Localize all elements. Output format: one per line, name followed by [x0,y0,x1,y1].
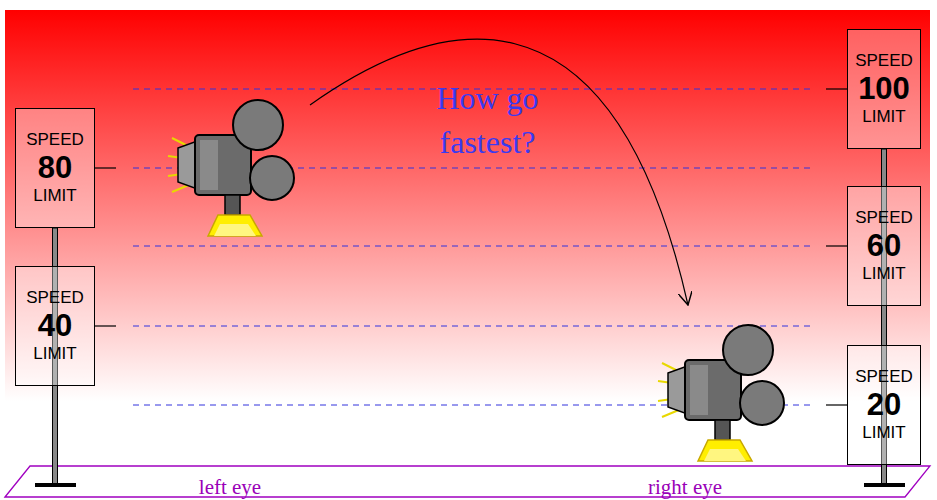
speed-sign: SPEED40LIMIT [15,266,95,386]
ground [5,466,930,497]
speed-sign: SPEED100LIMIT [847,29,921,149]
camera-right [658,325,784,461]
speed-value: 60 [867,228,901,264]
eye-label: right eye [615,474,755,500]
sign-word: SPEED [855,367,913,387]
speed-value: 40 [38,308,72,344]
question-text: How go fastest? [415,76,560,164]
speed-value: 100 [858,71,910,107]
camera-left [168,100,294,236]
sign-word: SPEED [855,51,913,71]
sign-word: SPEED [26,288,84,308]
speed-sign: SPEED80LIMIT [15,108,95,228]
motion-arrow [310,39,688,305]
speed-sign: SPEED60LIMIT [847,186,921,306]
sign-word: LIMIT [33,344,76,364]
sign-word: LIMIT [862,264,905,284]
speed-value: 80 [38,150,72,186]
sign-word: LIMIT [862,107,905,127]
sign-word: SPEED [26,130,84,150]
eye-label: left eye [165,474,295,500]
speed-value: 20 [867,387,901,423]
sign-posts [35,149,905,485]
sign-word: SPEED [855,208,913,228]
sign-word: LIMIT [862,423,905,443]
speed-sign: SPEED20LIMIT [847,345,921,465]
sign-word: LIMIT [33,186,76,206]
gradient-background [5,10,930,470]
